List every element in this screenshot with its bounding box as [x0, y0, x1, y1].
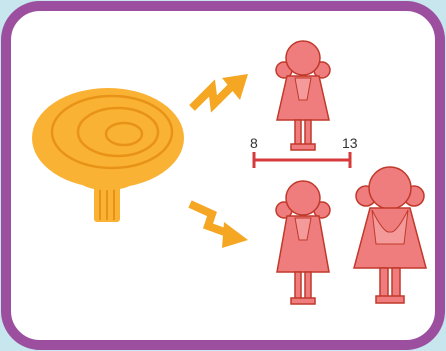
scale-label-right: 13 [342, 135, 358, 151]
scale-label-left: 8 [250, 135, 258, 151]
